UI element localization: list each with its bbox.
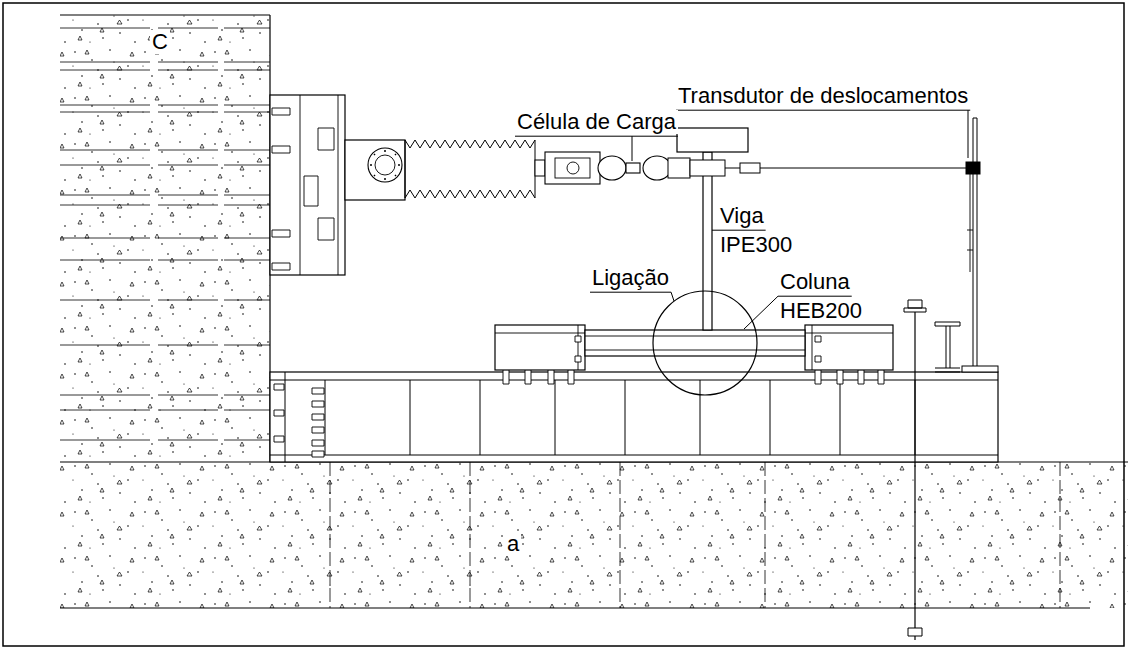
part-label: Célula de Carga <box>515 110 678 134</box>
underline <box>778 296 852 297</box>
beam-top-plate <box>677 128 748 152</box>
column-flanges <box>585 336 805 350</box>
underline <box>515 136 678 137</box>
anchor-rod <box>914 300 915 640</box>
load-cell <box>626 163 640 173</box>
transducer-cable <box>967 174 973 272</box>
underline <box>676 110 970 111</box>
actuator-bracket <box>270 95 345 275</box>
anchor-nuts <box>904 300 926 636</box>
connection-circle <box>653 291 757 395</box>
actuator-bellows <box>405 140 535 198</box>
beam-attachment <box>690 160 725 176</box>
transducer-stand <box>973 118 977 366</box>
shackle <box>598 156 626 180</box>
material-letter: C <box>150 30 170 54</box>
slab-outline <box>60 462 1128 608</box>
clevis-pin <box>567 162 579 174</box>
floor-slab <box>60 462 1128 608</box>
beam-stiffeners <box>270 372 998 462</box>
stand-base <box>962 366 998 372</box>
leader-line <box>968 110 969 158</box>
leader-line <box>632 136 633 161</box>
actuator-rod <box>535 160 545 176</box>
support-plates <box>495 325 893 370</box>
actuator-head <box>345 140 405 200</box>
bracket-plates <box>300 95 338 275</box>
right-support <box>805 325 893 370</box>
reaction-wall <box>60 15 270 462</box>
rod-clevis <box>545 152 600 184</box>
section-label: HEB200 <box>778 299 864 323</box>
prestress-bars <box>60 28 270 440</box>
end-plate-bolts <box>274 384 324 457</box>
small-i-section <box>935 322 960 372</box>
part-label: Coluna <box>778 270 852 294</box>
part-label: Ligação <box>590 266 671 290</box>
base-beam <box>270 372 998 462</box>
bracket-bolts <box>272 108 290 270</box>
left-support <box>495 325 585 370</box>
actuator-hinge-pin <box>375 155 395 175</box>
slab-anchors <box>330 462 1060 608</box>
column-heb200 <box>585 330 805 356</box>
clevis-inner <box>555 158 590 178</box>
bracket-lugs <box>304 128 334 240</box>
transducer-wire <box>725 168 966 169</box>
hinge-bolts <box>370 150 400 180</box>
part-label: Viga <box>718 204 766 228</box>
turnbuckle <box>740 163 760 173</box>
leader-line <box>744 296 778 329</box>
beam-ipe300 <box>703 152 712 330</box>
wall-outline <box>60 15 270 462</box>
displacement-transducer <box>966 162 980 174</box>
material-letter: a <box>505 532 521 556</box>
actuator-hinge <box>368 148 402 182</box>
section-label: IPE300 <box>718 233 794 257</box>
beam-clevis <box>668 158 690 178</box>
underline <box>590 292 671 293</box>
part-label: Transdutor de deslocamentos <box>676 84 970 108</box>
underline <box>712 230 766 231</box>
leader-line <box>671 292 674 301</box>
shackle <box>643 156 671 180</box>
